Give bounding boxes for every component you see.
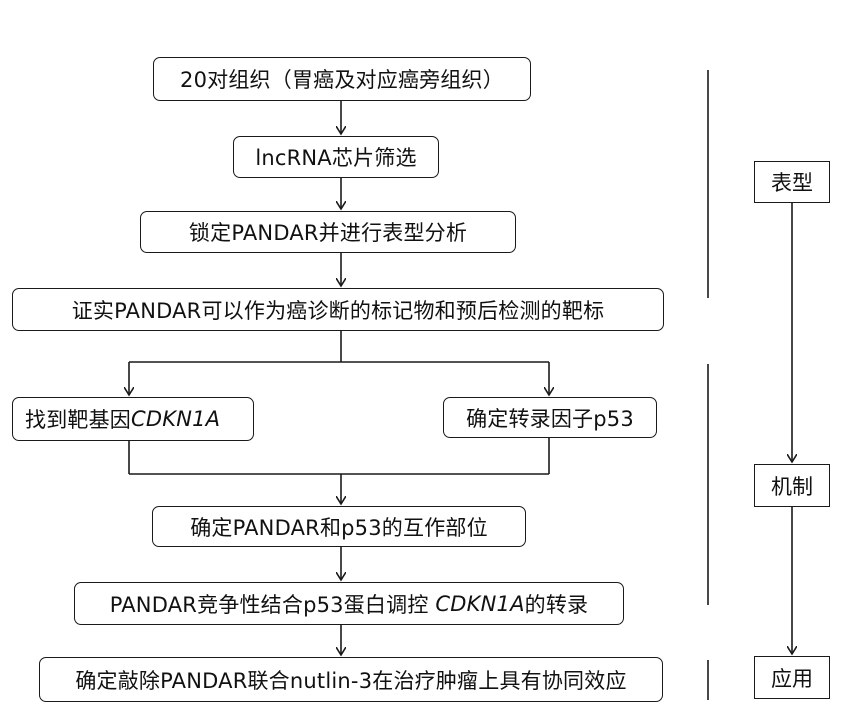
- step-lock-pandar-phenotype: 锁定PANDAR并进行表型分析: [140, 211, 516, 253]
- step-pandar-p53-interaction-site: 确定PANDAR和p53的互作部位: [152, 506, 526, 547]
- phase-label-phenotype-text: 表型: [771, 171, 813, 195]
- step-confirm-p53: 确定转录因子p53: [443, 397, 657, 438]
- step-pandar-competitive-binding-prefix: PANDAR竞争性结合p53蛋白调控: [109, 592, 436, 617]
- gene-name-cdkn1a-2: CDKN1A: [435, 591, 525, 616]
- step-knockout-nutlin-synergy-label: 确定敲除PANDAR联合nutlin-3在治疗肿瘤上具有协同效应: [75, 668, 627, 693]
- step-tissue-samples-label: 20对组织（胃癌及对应癌旁组织）: [180, 68, 504, 92]
- step-lncrna-chip-screening: lncRNA芯片筛选: [233, 136, 439, 178]
- step-confirm-marker-target-label: 证实PANDAR可以作为癌诊断的标记物和预后检测的靶标: [71, 298, 605, 323]
- step-tissue-samples: 20对组织（胃癌及对应癌旁组织）: [153, 57, 531, 101]
- step-find-target-gene-label: 找到靶基因: [25, 408, 131, 432]
- step-confirm-marker-target: 证实PANDAR可以作为癌诊断的标记物和预后检测的靶标: [12, 288, 664, 331]
- phase-label-application: 应用: [754, 656, 830, 699]
- phase-label-application-text: 应用: [771, 666, 813, 691]
- step-lock-pandar-phenotype-label: 锁定PANDAR并进行表型分析: [188, 221, 468, 245]
- step-pandar-competitive-binding-suffix: 的转录: [524, 592, 589, 617]
- step-lncrna-chip-screening-label: lncRNA芯片筛选: [255, 146, 417, 170]
- gene-name-cdkn1a: CDKN1A: [131, 407, 221, 431]
- phase-label-phenotype: 表型: [754, 161, 830, 203]
- phase-label-mechanism-text: 机制: [771, 474, 813, 499]
- step-pandar-p53-interaction-site-label: 确定PANDAR和p53的互作部位: [190, 515, 488, 540]
- step-confirm-p53-label: 确定转录因子p53: [466, 406, 634, 431]
- step-knockout-nutlin-synergy: 确定敲除PANDAR联合nutlin-3在治疗肿瘤上具有协同效应: [39, 657, 663, 702]
- phase-label-mechanism: 机制: [754, 464, 830, 507]
